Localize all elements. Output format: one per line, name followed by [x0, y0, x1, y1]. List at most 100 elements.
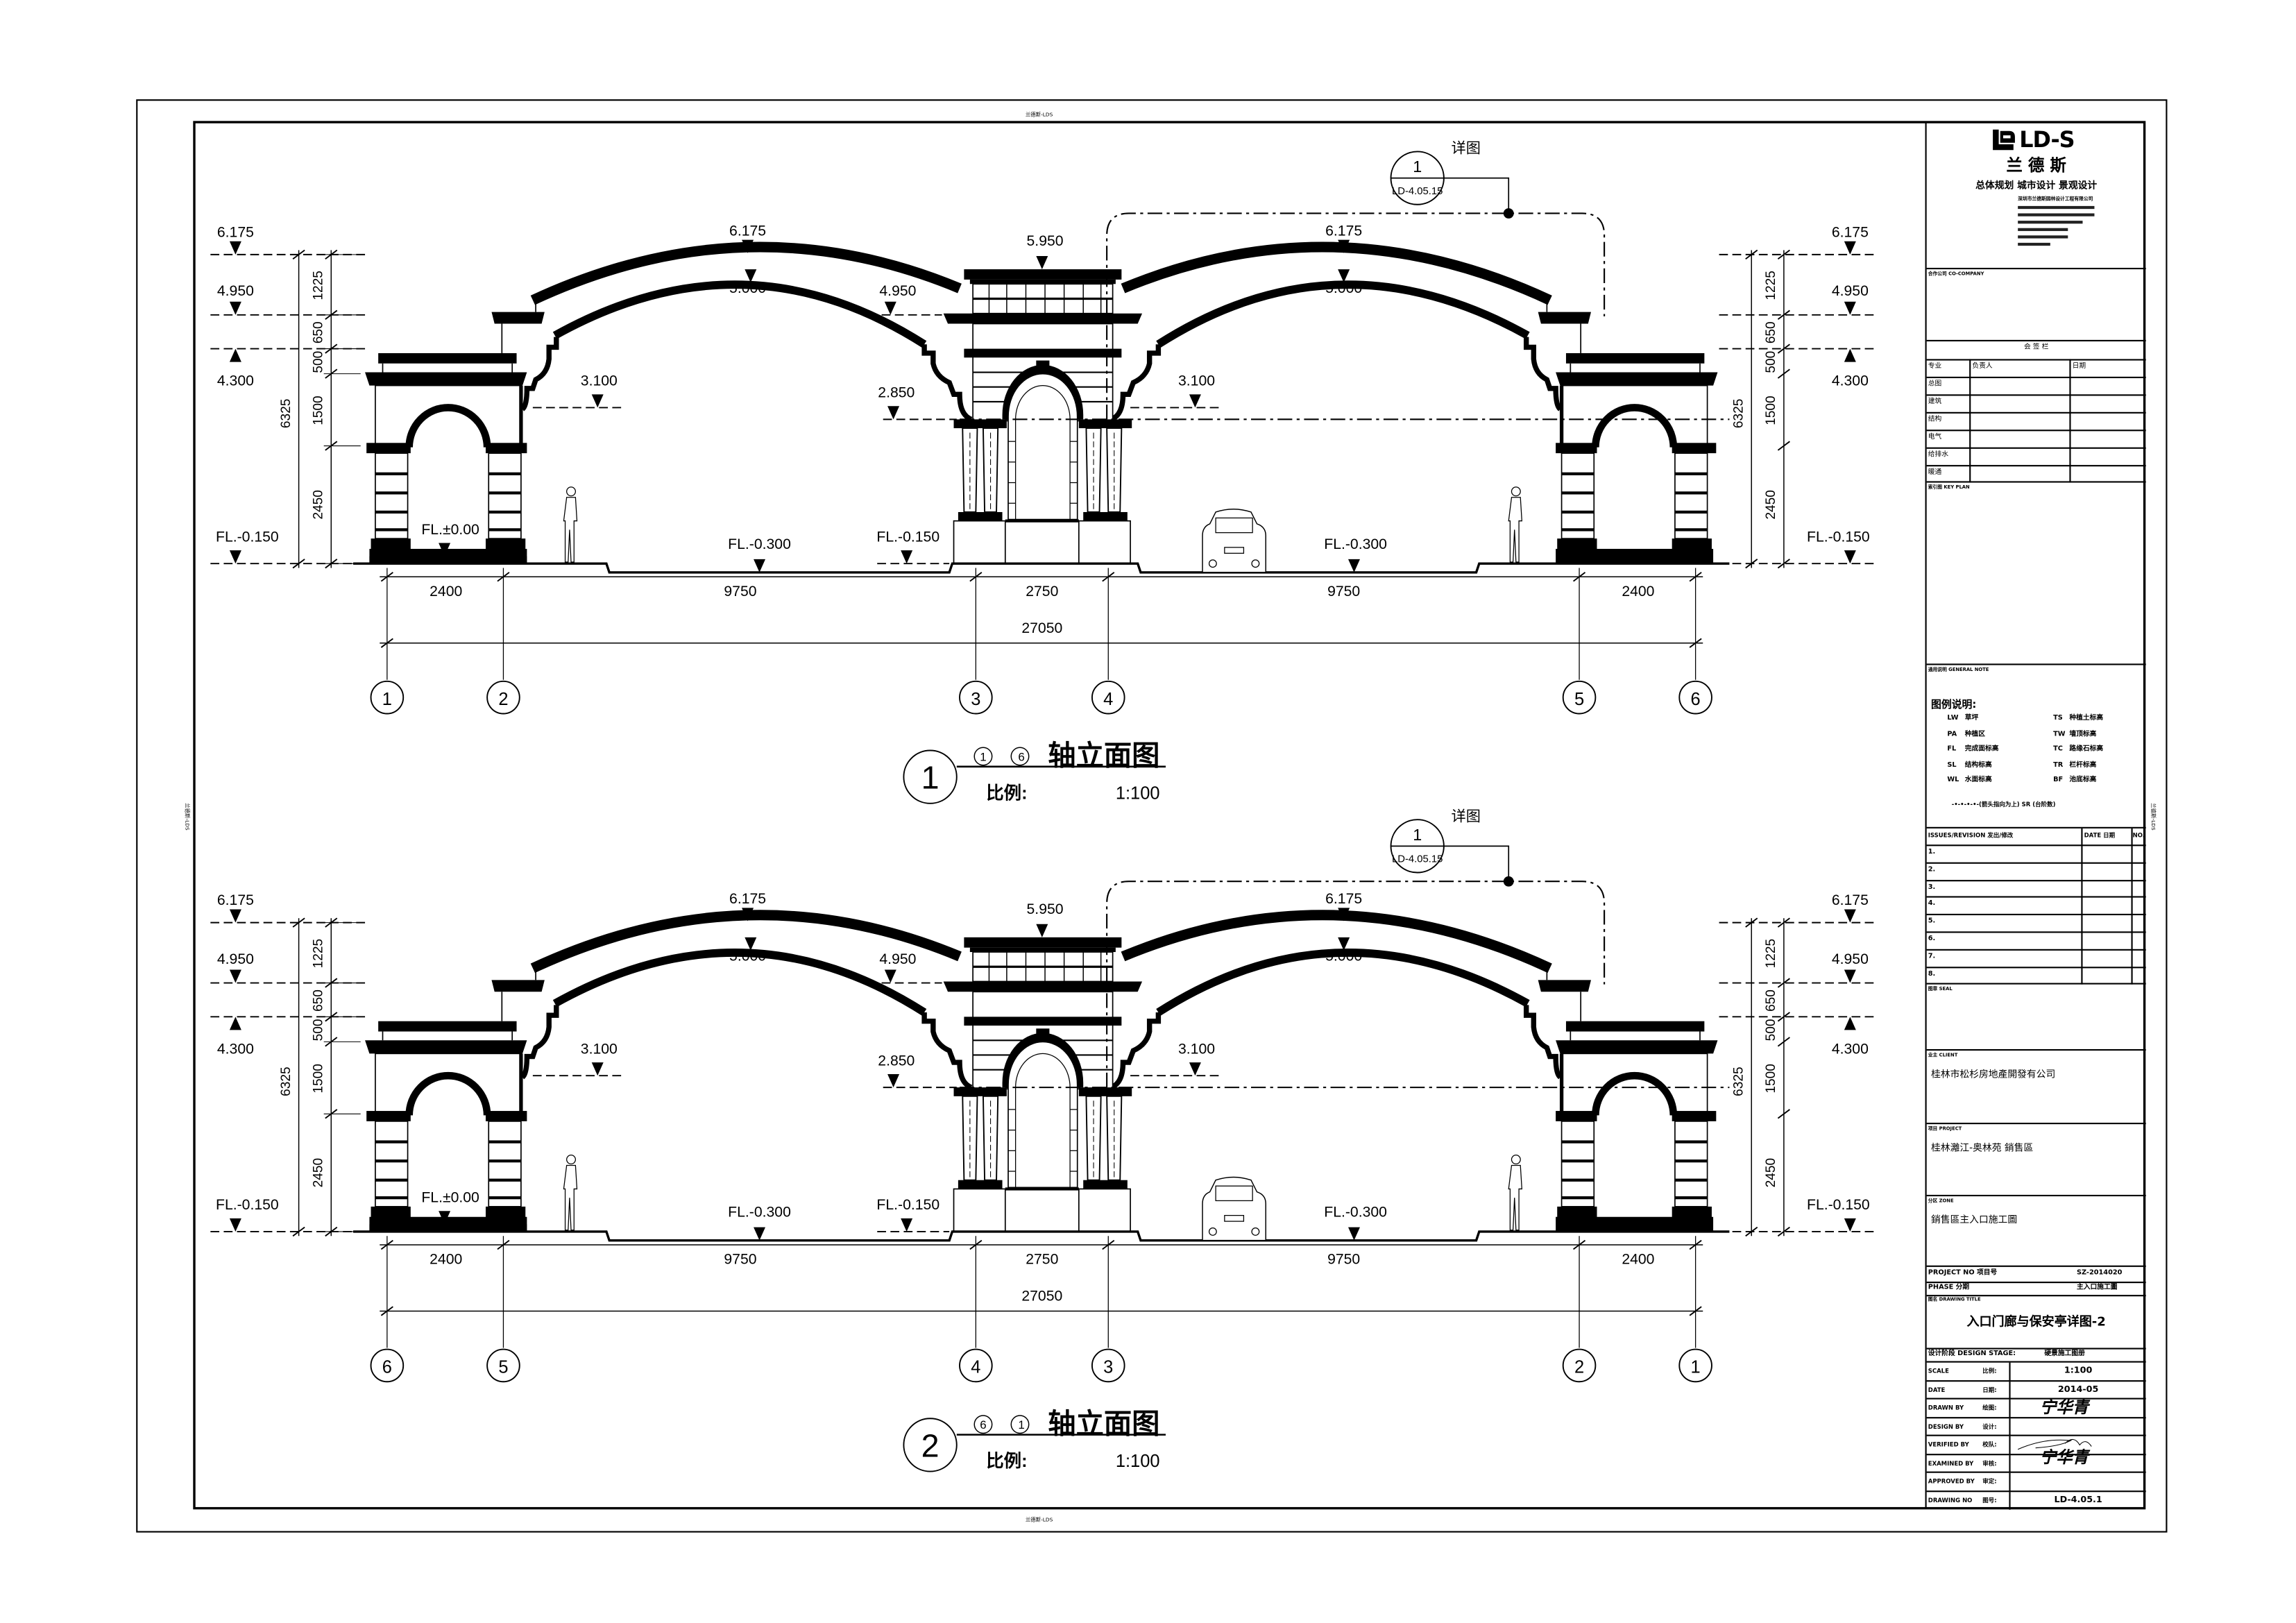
axis-bubble	[486, 1348, 520, 1383]
pavilion-cap	[378, 352, 517, 364]
axis-bubble	[1091, 680, 1125, 715]
axis-from-circle	[973, 747, 993, 766]
sign-row: 给排水	[1926, 447, 2146, 465]
level-marker-icon	[229, 1017, 241, 1030]
issue-row-number: 7.	[1928, 953, 1936, 961]
car-light	[1208, 1227, 1217, 1236]
header-date: 日期	[2072, 363, 2086, 371]
dimension-tick	[497, 1239, 510, 1250]
level-label-top-left: 6.175	[217, 892, 254, 908]
dimension-tick	[380, 1239, 393, 1250]
kiosk-door	[1007, 1041, 1078, 1189]
meta-label-en: VERIFIED BY	[1928, 1441, 1969, 1448]
project-no-row: PROJECT NO 项目号 SZ-2014020	[1926, 1265, 2146, 1282]
client-label: 业主 CLIENT	[1928, 1052, 1958, 1058]
dimension-tick	[292, 1226, 305, 1237]
dimension-tick	[380, 638, 393, 648]
connector-cornice	[491, 980, 545, 992]
design-stage-label: 设计阶段 DESIGN STAGE:	[1928, 1350, 2016, 1359]
level-marker-icon	[1338, 908, 1350, 921]
column-band	[1561, 1196, 1595, 1200]
callout-number: 1	[1413, 158, 1422, 176]
column-band	[375, 1140, 408, 1144]
arch-impost	[366, 443, 411, 454]
column-band	[1561, 528, 1595, 532]
legend-code: BF	[2053, 776, 2064, 785]
column-band	[488, 1159, 521, 1163]
level-label-corbel-right: 3.100	[1178, 373, 1215, 389]
callout-ref: LD-4.05.15	[1392, 186, 1443, 197]
lds-logo-icon	[1993, 129, 2015, 151]
arch-impost	[1672, 1111, 1717, 1121]
sign-row: 电气	[1926, 430, 2146, 447]
view-number-circle	[903, 749, 958, 804]
pavilion-column	[1561, 452, 1595, 539]
column-band	[1674, 472, 1708, 475]
column-plinth	[371, 1206, 411, 1218]
pavilion-cornice	[1556, 372, 1718, 386]
level-label-top-left: 6.175	[217, 224, 254, 240]
level-marker-icon	[901, 1218, 913, 1232]
axis-bubble	[370, 1348, 405, 1383]
kiosk-door	[1007, 373, 1078, 520]
side-mark-left: 兰德斯-LDS	[184, 803, 191, 831]
level-label-arch-lower-left: 5.000	[729, 280, 766, 296]
column-band	[1561, 1140, 1595, 1144]
level-marker-icon	[1189, 1062, 1201, 1076]
column-band	[375, 528, 408, 532]
key-plan-panel: 索引图 KEY PLAN	[1926, 481, 2146, 656]
column-plinth	[485, 538, 526, 551]
meta-label-cn: 设计:	[1982, 1422, 1997, 1430]
level-marker-icon	[229, 348, 241, 362]
legend-desc: 种植区	[1964, 730, 1986, 738]
callout-leader	[1443, 177, 1510, 214]
issue-row: 6.	[1926, 931, 2146, 949]
dimension-tick	[292, 917, 305, 928]
dimension-tick	[1572, 572, 1586, 582]
right-half	[1109, 241, 1718, 564]
outer-border	[136, 99, 2168, 1533]
person-figure	[563, 1155, 578, 1231]
level-label-cornice-center: 4.950	[879, 283, 916, 299]
callout-label: 详图	[1452, 140, 1481, 157]
span-dimension-text: 2750	[1026, 584, 1058, 600]
dimension-tick	[969, 572, 983, 582]
divider	[2069, 359, 2071, 483]
level-marker-icon	[591, 394, 604, 408]
level-marker-icon	[884, 301, 896, 315]
axis-label: 3	[1103, 1358, 1113, 1377]
car-window	[1215, 1185, 1253, 1202]
level-label-kiosk-top: 5.950	[1027, 233, 1064, 249]
lower-arch-beam	[1156, 280, 1530, 348]
issue-row-number: 6.	[1928, 935, 1936, 944]
fax-line	[2018, 235, 2068, 239]
person-head	[1511, 486, 1521, 497]
span-dimension-text: 9750	[724, 584, 756, 600]
drawing-title-value: 入口门廊与保安亭详图-2	[1966, 1315, 2106, 1331]
vertical-dimension-text: 1500	[312, 1064, 326, 1093]
corbel-bracket	[1523, 1005, 1562, 1080]
divider	[2131, 828, 2133, 985]
column-capital	[1078, 419, 1132, 429]
vertical-dimension-text: 2450	[1764, 490, 1778, 519]
divider	[2009, 1472, 2011, 1492]
column-band	[1561, 1178, 1595, 1182]
level-label-cornice-left: 4.950	[217, 951, 254, 967]
dimension-tick	[1777, 343, 1790, 354]
span-dimension-text: 9750	[1327, 584, 1360, 600]
column-band	[1674, 528, 1708, 532]
corbel-bracket	[921, 344, 973, 422]
issue-row-number: 8.	[1928, 970, 1936, 978]
dimension-tick	[1572, 1239, 1586, 1250]
level-label-fl-center: FL.-0.150	[876, 529, 939, 545]
car-body	[1202, 508, 1266, 573]
column-capital	[953, 419, 1007, 429]
column-band	[488, 528, 521, 532]
span-dimension-text: 2400	[430, 1252, 462, 1268]
column-band	[375, 472, 408, 475]
level-marker-icon	[1338, 269, 1350, 283]
drawing-title-label: 图名 DRAWING TITLE	[1928, 1296, 1981, 1302]
level-marker-icon	[742, 908, 754, 921]
axis-label: 6	[382, 1358, 392, 1377]
